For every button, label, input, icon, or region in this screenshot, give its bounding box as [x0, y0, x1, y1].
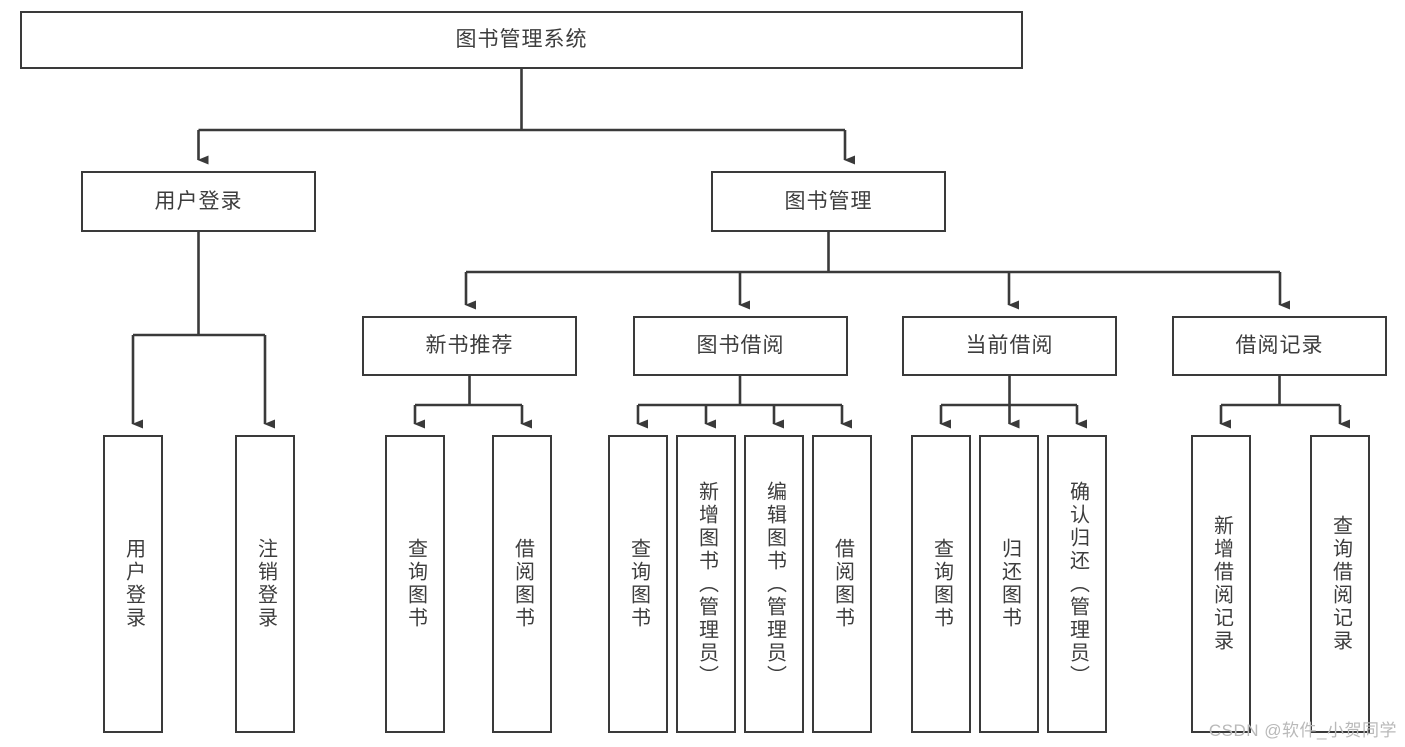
node-label: 图书管理	[784, 189, 873, 213]
leaf-user-login[interactable]: 用户登录	[103, 435, 163, 733]
node-label: 编辑图书（管理员）	[763, 480, 786, 688]
leaf-query-borrow-record[interactable]: 查询借阅记录	[1310, 435, 1370, 733]
node-label: 图书管理系统	[455, 28, 588, 52]
node-label: 借阅记录	[1235, 334, 1324, 358]
node-label: 确认归还（管理员）	[1066, 480, 1089, 688]
leaf-query-book-current[interactable]: 查询图书	[911, 435, 971, 733]
node-user-login[interactable]: 用户登录	[81, 171, 316, 232]
node-label: 新书推荐	[425, 334, 514, 358]
leaf-confirm-return-admin[interactable]: 确认归还（管理员）	[1047, 435, 1107, 733]
node-borrow-record[interactable]: 借阅记录	[1172, 316, 1387, 376]
node-label: 借阅图书	[511, 538, 534, 630]
leaf-edit-book-admin[interactable]: 编辑图书（管理员）	[744, 435, 804, 733]
node-book-borrow[interactable]: 图书借阅	[633, 316, 848, 376]
leaf-query-book-recommend[interactable]: 查询图书	[385, 435, 445, 733]
node-label: 注销登录	[254, 538, 277, 630]
leaf-add-book-admin[interactable]: 新增图书（管理员）	[676, 435, 736, 733]
node-label: 查询图书	[930, 538, 953, 630]
node-book-management[interactable]: 图书管理	[711, 171, 946, 232]
node-label: 新增图书（管理员）	[695, 480, 718, 688]
leaf-add-borrow-record[interactable]: 新增借阅记录	[1191, 435, 1251, 733]
node-root-system[interactable]: 图书管理系统	[20, 11, 1023, 69]
leaf-logout[interactable]: 注销登录	[235, 435, 295, 733]
node-label: 新增借阅记录	[1210, 515, 1233, 653]
node-label: 用户登录	[154, 189, 243, 213]
leaf-return-book[interactable]: 归还图书	[979, 435, 1039, 733]
node-label: 归还图书	[998, 538, 1021, 630]
node-label: 当前借阅	[965, 334, 1054, 358]
leaf-borrow-book[interactable]: 借阅图书	[812, 435, 872, 733]
node-label: 图书借阅	[696, 334, 785, 358]
node-label: 查询图书	[404, 538, 427, 630]
leaf-borrow-book-recommend[interactable]: 借阅图书	[492, 435, 552, 733]
leaf-query-book-borrow[interactable]: 查询图书	[608, 435, 668, 733]
node-new-book-recommend[interactable]: 新书推荐	[362, 316, 577, 376]
node-current-borrow[interactable]: 当前借阅	[902, 316, 1117, 376]
node-label: 查询借阅记录	[1329, 515, 1352, 653]
node-label: 借阅图书	[831, 538, 854, 630]
node-label: 查询图书	[627, 538, 650, 630]
watermark-text: CSDN @软件_小贺同学	[1208, 721, 1397, 740]
node-label: 用户登录	[122, 538, 145, 630]
